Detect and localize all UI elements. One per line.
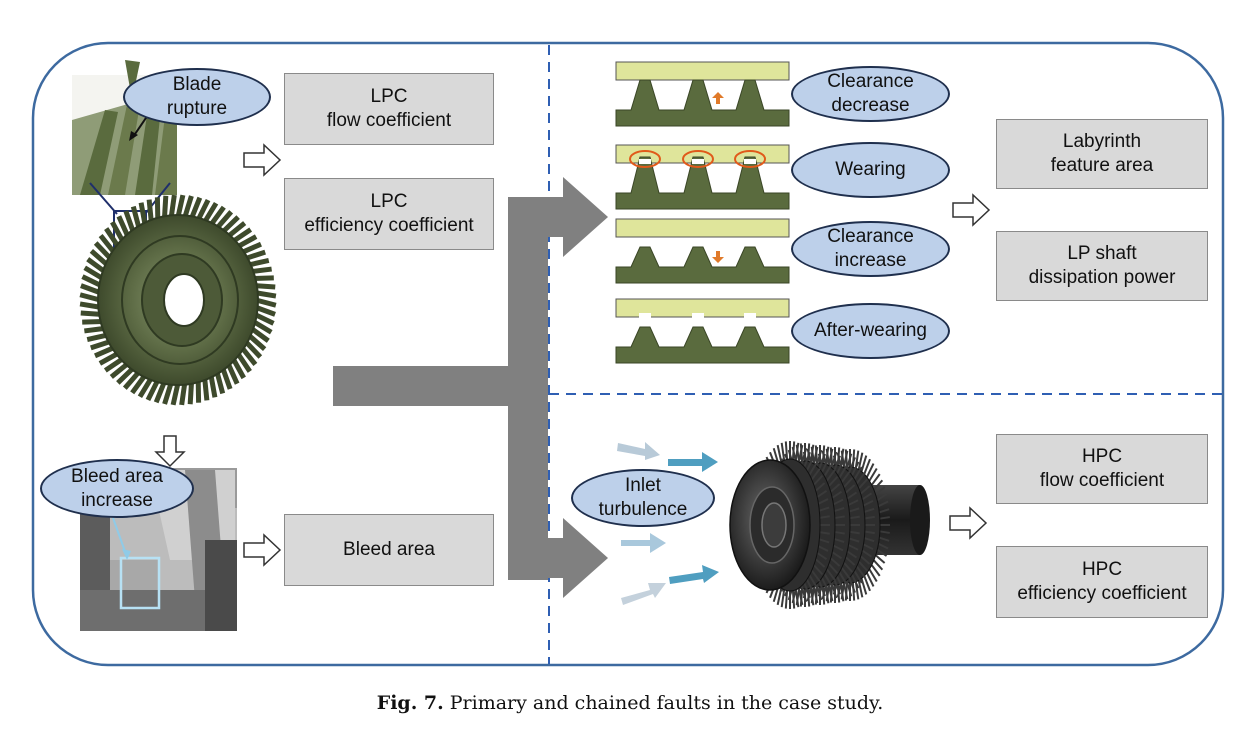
labyrinth-feature-area-box: Labyrinth feature area: [996, 119, 1208, 189]
outer-frame: [31, 41, 1225, 667]
labyrinth-seal: [615, 298, 790, 364]
bleed-area-increase-oval: Bleed area increase: [40, 459, 194, 518]
outline-arrows: [243, 143, 991, 567]
fault-propagation-arrow: [333, 177, 608, 598]
caption-text: Primary and chained faults in the case s…: [449, 692, 884, 714]
hpc-rotor-image: [729, 441, 930, 609]
inlet-turbulence-oval: Inlet turbulence: [571, 469, 715, 527]
down-outline-arrow: [154, 435, 186, 468]
inlet-flow-arrows: [617, 442, 719, 605]
hpc-efficiency-coefficient-box: HPC efficiency coefficient: [996, 546, 1208, 618]
wearing-oval: Wearing: [791, 142, 950, 198]
labyrinth-seal: [615, 144, 790, 210]
clearance-decrease-oval: Clearance decrease: [791, 66, 950, 122]
lpc-flow-coefficient-box: LPC flow coefficient: [284, 73, 494, 145]
lp-shaft-dissipation-power-box: LP shaft dissipation power: [996, 231, 1208, 301]
labyrinth-seal: [615, 218, 790, 284]
bleed-area-box: Bleed area: [284, 514, 494, 586]
labyrinth-diagrams: [615, 61, 790, 364]
hpc-flow-coefficient-box: HPC flow coefficient: [996, 434, 1208, 504]
labyrinth-seal: [615, 61, 790, 127]
after-wearing-oval: After-wearing: [791, 303, 950, 359]
figure-caption: Fig. 7.Primary and chained faults in the…: [0, 692, 1260, 714]
clearance-increase-oval: Clearance increase: [791, 221, 950, 277]
lpc-disk-image: [79, 194, 277, 406]
blade-rupture-oval: Blade rupture: [123, 68, 271, 126]
caption-label: Fig. 7.: [376, 692, 444, 714]
lpc-efficiency-coefficient-box: LPC efficiency coefficient: [284, 178, 494, 250]
